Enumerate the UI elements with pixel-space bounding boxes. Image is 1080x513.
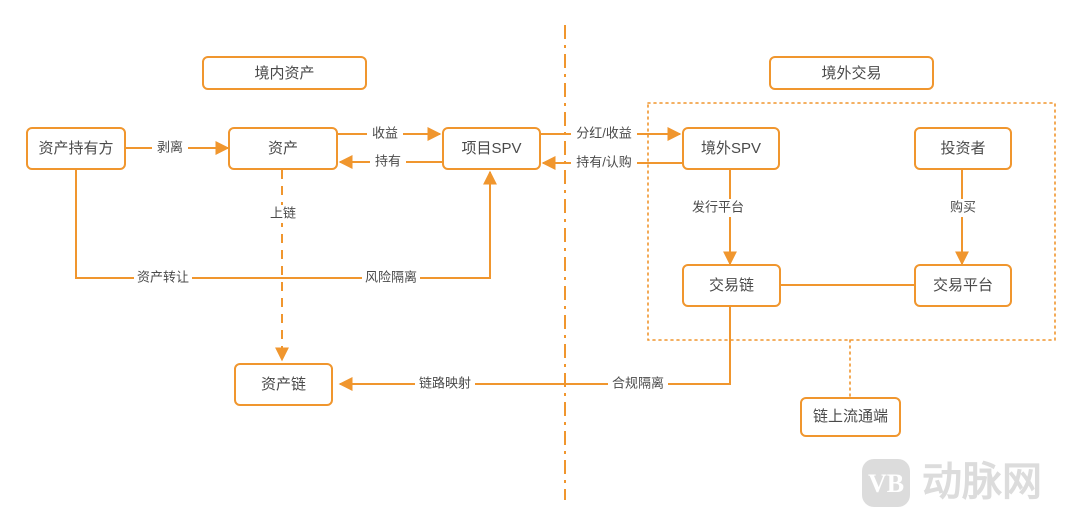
node-onchain-circulation (800, 397, 901, 437)
edge-label-chain-mapping: 链路映射 (419, 375, 471, 390)
edge-label-compliance-isolation: 合规隔离 (612, 375, 664, 390)
edge-label-issuance-platform: 发行平台 (692, 199, 744, 214)
edge-label-dividend-income: 分红/收益 (576, 125, 632, 140)
edge-label-strip: 剥离 (157, 139, 183, 154)
node-label-asset-chain: 资产链 (261, 376, 306, 393)
edge-label-on-chain: 上链 (270, 205, 296, 220)
node-asset (228, 127, 338, 170)
title-box-domestic-assets (202, 56, 367, 90)
offshore-region-boundary (647, 102, 1056, 341)
node-trading-chain (682, 264, 781, 307)
edge-label-hold: 持有 (375, 153, 401, 168)
watermark-logo-text: VB (868, 469, 904, 498)
title-label-domestic-assets: 境内资产 (254, 64, 314, 82)
node-investor (914, 127, 1012, 170)
node-label-offshore-spv: 境外SPV (701, 139, 761, 157)
node-label-asset: 资产 (268, 140, 298, 157)
node-label-asset-holder: 资产持有方 (38, 140, 113, 157)
node-label-investor: 投资者 (940, 140, 985, 157)
node-trading-platform (914, 264, 1012, 307)
node-label-trading-chain: 交易链 (709, 276, 754, 294)
node-label-trading-platform: 交易平台 (933, 276, 993, 294)
watermark-brand-text: 动脉网 (922, 459, 1042, 505)
node-label-project-spv: 项目SPV (461, 140, 521, 157)
node-label-onchain-circulation: 链上流通端 (813, 408, 888, 425)
title-box-offshore-trading (769, 56, 934, 90)
edge-label-income: 收益 (372, 125, 398, 140)
node-asset-chain (234, 363, 333, 406)
edge-label-asset-transfer: 资产转让 (137, 269, 189, 284)
edge-label-purchase: 购买 (950, 199, 976, 214)
watermark: VB 动脉网 (862, 459, 1042, 507)
edge-label-hold-subscribe: 持有/认购 (576, 154, 632, 169)
edge-chain-mapping-compliance-line (338, 306, 731, 391)
node-offshore-spv (682, 127, 780, 170)
node-project-spv (442, 127, 541, 170)
title-label-offshore-trading: 境外交易 (821, 64, 881, 82)
edge-asset-transfer-risk-isolation-line (75, 170, 497, 279)
edge-label-risk-isolation: 风险隔离 (365, 269, 417, 284)
watermark-logo-icon (862, 459, 910, 507)
node-asset-holder (26, 127, 126, 170)
